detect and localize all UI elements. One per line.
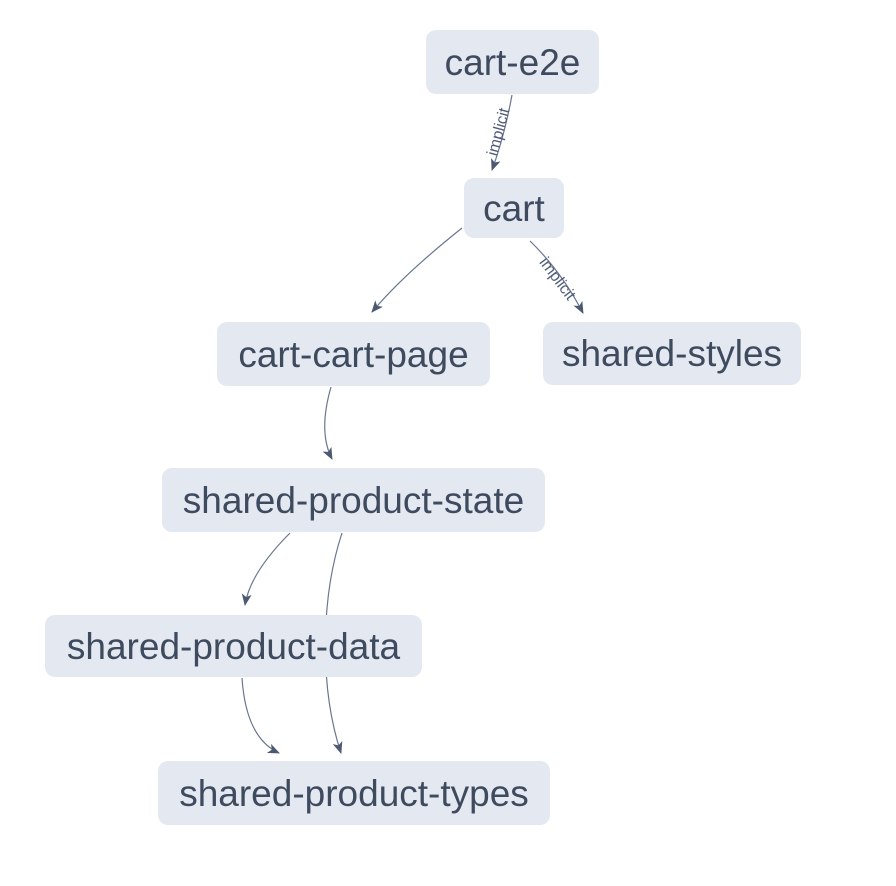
edge-label-cart-to-shared-styles: implicit <box>536 254 579 304</box>
edge-cart-cart-page-to-shared-product-state <box>322 386 333 460</box>
node-shared-product-data[interactable]: shared-product-data <box>45 615 422 677</box>
node-cart[interactable]: cart <box>464 178 564 238</box>
node-shared-styles[interactable]: shared-styles <box>543 322 801 385</box>
node-cart-e2e[interactable]: cart-e2e <box>426 30 599 94</box>
edge-cart-to-shared-styles <box>529 240 584 314</box>
edge-cart-to-cart-cart-page <box>371 227 463 313</box>
edge-shared-product-data-to-shared-product-types <box>241 677 280 754</box>
edge-label-cart-e2e-to-cart: implicit <box>484 106 513 158</box>
node-cart-cart-page[interactable]: cart-cart-page <box>217 322 490 386</box>
node-shared-product-types[interactable]: shared-product-types <box>158 761 550 825</box>
edge-shared-product-state-to-shared-product-data <box>241 532 291 606</box>
node-shared-product-state[interactable]: shared-product-state <box>162 468 545 532</box>
edge-cart-e2e-to-cart <box>491 94 513 171</box>
